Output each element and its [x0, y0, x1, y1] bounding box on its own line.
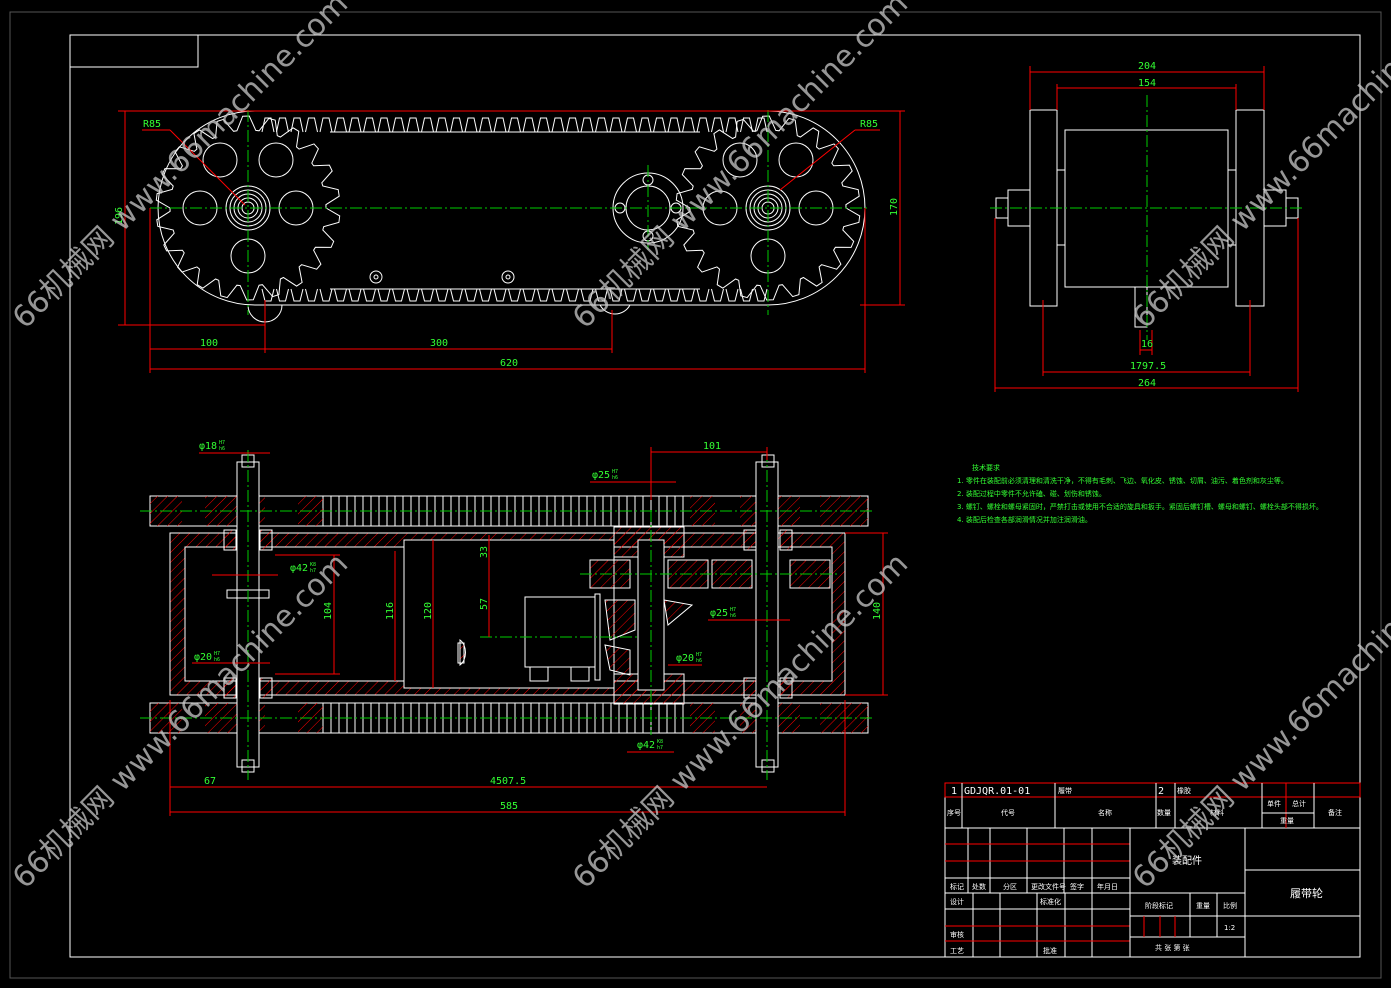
- dim-phi20a: φ20: [194, 652, 212, 663]
- dim-620: 620: [500, 358, 518, 369]
- fit-phi42b-bottom: h7: [657, 745, 663, 751]
- rev-doc: 更改文件号: [1031, 882, 1066, 891]
- dim-100: 100: [200, 338, 218, 349]
- part-no: 1: [951, 786, 957, 797]
- track-teeth: [261, 117, 768, 302]
- tech-req-item: 3. 螺钉、螺栓和螺母紧固时，严禁打击或使用不合适的旋具和扳手。紧固后螺钉槽、螺…: [957, 502, 1323, 511]
- fit-phi25b-bottom: h6: [730, 613, 736, 619]
- watermark: 66机械网 www.66machine.com: [1126, 0, 1391, 336]
- sheets: 共 张 第 张: [1155, 943, 1190, 952]
- doc-type: 装配件: [1172, 854, 1202, 867]
- dim-120: 120: [423, 602, 434, 620]
- rev-date: 年月日: [1097, 882, 1118, 891]
- lightening-hole: [202, 142, 238, 178]
- watermark: 66机械网 www.66machine.com: [6, 0, 355, 336]
- label-approve: 批准: [1043, 946, 1057, 955]
- hdr-total: 总计: [1292, 799, 1306, 808]
- watermark: 66机械网 www.66machine.com: [1126, 546, 1391, 895]
- rev-sign: 签字: [1070, 882, 1084, 891]
- hdr-remark: 备注: [1328, 808, 1342, 817]
- part-code: GDJQR.01-01: [964, 786, 1030, 797]
- technical-requirements: 技术要求 1. 零件在装配前必须清理和清洗干净，不得有毛刺、飞边、氧化皮、锈蚀、…: [957, 463, 1323, 524]
- watermark: 66机械网 www.66machine.com: [566, 0, 915, 336]
- label-design: 设计: [950, 897, 964, 906]
- tech-req-item: 2. 装配过程中零件不允许磕、碰、划伤和锈蚀。: [957, 489, 1106, 498]
- fit-phi18-bottom: h6: [219, 446, 225, 452]
- hdr-weight: 重量: [1280, 817, 1294, 825]
- rev-zone: 分区: [1003, 882, 1017, 891]
- dim-67: 67: [204, 776, 216, 787]
- side-view: 204 154 16 1797.5 264: [990, 61, 1305, 392]
- top-view: R85 R85 196 170 100 300 620: [114, 110, 905, 373]
- dim-154: 154: [1138, 78, 1156, 89]
- dim-phi25a: φ25: [592, 470, 610, 481]
- dim-phi20b: φ20: [676, 653, 694, 664]
- tech-req-item: 1. 零件在装配前必须清理和清洗干净，不得有毛刺、飞边、氧化皮、锈蚀、切屑、油污…: [957, 476, 1288, 485]
- dim-116: 116: [385, 602, 396, 620]
- dim-r85-right: R85: [860, 119, 878, 130]
- dim-16: 16: [1141, 339, 1153, 350]
- drawing-frame: [69, 34, 1361, 958]
- dim-height-left: 196: [114, 207, 125, 225]
- fit-phi25b-top: H7: [730, 607, 736, 613]
- hdr-qty: 数量: [1157, 808, 1171, 817]
- fit-phi42b-top: K8: [657, 739, 663, 745]
- part-name: 履带: [1058, 787, 1072, 795]
- fit-phi20b-bottom: h6: [696, 658, 702, 664]
- tech-req-title: 技术要求: [972, 463, 1000, 472]
- hdr-material: 材料: [1210, 808, 1224, 817]
- hdr-name: 名称: [1098, 808, 1112, 817]
- dim-585: 585: [500, 801, 518, 812]
- dim-phi42a: φ42: [290, 563, 308, 574]
- fit-phi25a-bottom: h6: [612, 475, 618, 481]
- fit-phi25a-top: H7: [612, 469, 618, 475]
- dim-r85-left: R85: [143, 119, 161, 130]
- dim-height-right: 170: [889, 198, 900, 216]
- dim-101: 101: [703, 441, 721, 452]
- fit-phi20a-top: H7: [214, 651, 220, 657]
- fit-phi42a-bottom: h7: [310, 568, 316, 574]
- title-block: 1 GDJQR.01-01 履带 2 橡胶 序号 代号 名称 数量 材料 单件 …: [944, 782, 1361, 958]
- dim-57: 57: [479, 598, 490, 610]
- dim-300: 300: [430, 338, 448, 349]
- lightening-hole: [778, 142, 814, 178]
- lightening-hole: [722, 142, 758, 178]
- tech-req-item: 4. 装配后检查各部润滑情况并加注润滑油。: [957, 515, 1092, 524]
- rev-mark: 标记: [950, 882, 964, 891]
- dim-33: 33: [479, 546, 490, 558]
- dim-204: 204: [1138, 61, 1156, 72]
- dim-140: 140: [872, 602, 883, 620]
- scale-value: 1:2: [1224, 924, 1235, 932]
- drawing-name: 履带轮: [1290, 886, 1323, 900]
- label-review: 审核: [950, 930, 964, 939]
- part-qty: 2: [1158, 786, 1164, 797]
- dim-264: 264: [1138, 378, 1156, 389]
- hdr-no: 序号: [947, 808, 961, 817]
- label-scale: 比例: [1223, 901, 1237, 910]
- dim-phi18: φ18: [199, 441, 217, 452]
- dim-104: 104: [323, 602, 334, 620]
- code-box: [69, 34, 199, 68]
- dim-1797-5: 1797.5: [1130, 361, 1166, 372]
- fit-phi20a-bottom: h6: [214, 657, 220, 663]
- label-stage: 阶段标记: [1145, 901, 1173, 910]
- fit-phi42a-top: K8: [310, 562, 316, 568]
- label-weight: 重量: [1196, 902, 1210, 910]
- label-process: 工艺: [950, 947, 964, 955]
- fit-phi20b-top: H7: [696, 652, 702, 658]
- hdr-unit: 单件: [1267, 799, 1281, 808]
- fit-phi18-top: H7: [219, 440, 225, 446]
- hdr-code: 代号: [1001, 808, 1015, 817]
- rev-count: 处数: [972, 882, 986, 891]
- outer-border: [9, 11, 1382, 979]
- dim-phi25b: φ25: [710, 608, 728, 619]
- part-material: 橡胶: [1177, 786, 1191, 795]
- dim-4507-5: 4507.5: [490, 776, 526, 787]
- lightening-hole: [258, 142, 294, 178]
- label-standard: 标准化: [1040, 897, 1061, 906]
- dim-phi42b: φ42: [637, 740, 655, 751]
